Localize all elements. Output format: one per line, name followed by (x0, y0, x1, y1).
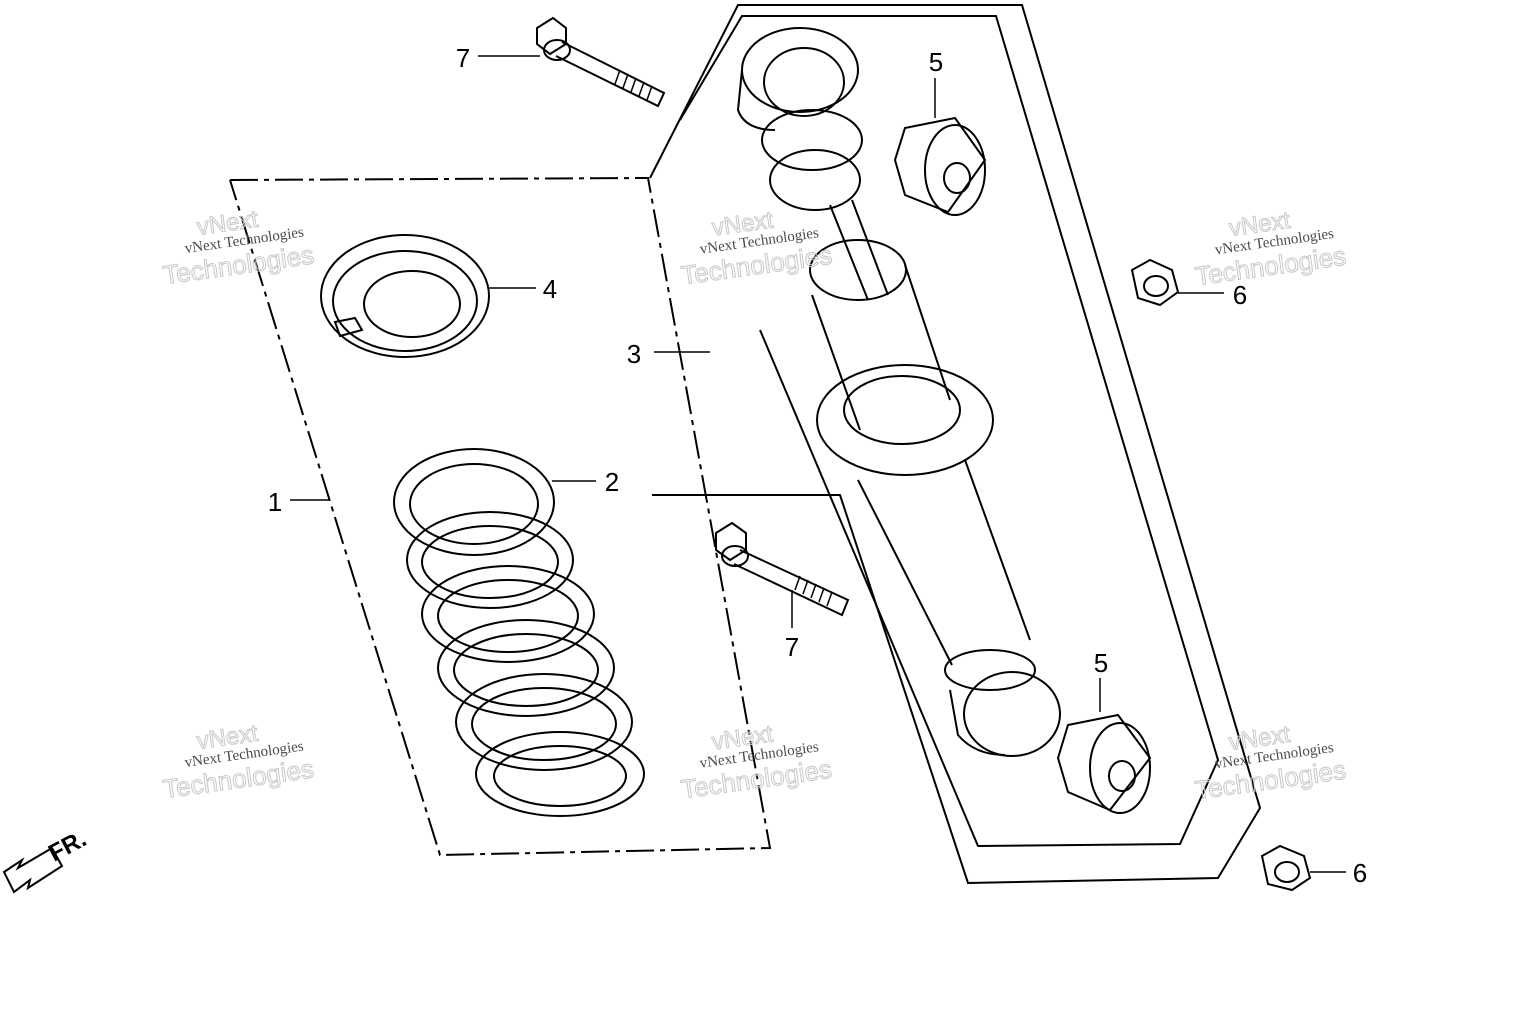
callout-3: 3 (627, 339, 641, 369)
bushing-lower (1056, 713, 1152, 814)
watermark-top-left: vNext vNext Technologies Technologies (161, 205, 316, 290)
bolt-upper (536, 16, 666, 108)
watermark-bottom-left: vNext vNext Technologies Technologies (161, 719, 316, 804)
watermark-bottom-center: vNext vNext Technologies Technologies (679, 720, 834, 805)
spring-assembly-frame (229, 176, 772, 857)
front-direction-label: FR. (44, 825, 91, 867)
bushing-upper (893, 116, 987, 216)
nut-lower (1260, 844, 1312, 892)
nut-upper (1130, 258, 1180, 307)
callout-2: 2 (605, 467, 619, 497)
callout-5-lower: 5 (1094, 648, 1108, 678)
callout-7-lower: 7 (785, 632, 799, 662)
watermark-top-right: vNext vNext Technologies Technologies (1193, 206, 1348, 291)
callout-1: 1 (268, 487, 282, 517)
watermark-bottom-right: vNext vNext Technologies Technologies (1193, 720, 1348, 805)
shock-assembly-frame (649, 4, 1262, 885)
watermark-top-center: vNext vNext Technologies Technologies (679, 206, 834, 291)
coil-spring (393, 448, 645, 817)
bolt-lower (715, 521, 850, 617)
leader-lines (290, 55, 1346, 873)
shock-absorber (736, 27, 1061, 757)
callout-5-upper: 5 (929, 47, 943, 77)
spring-seat (320, 234, 490, 358)
callout-6-lower: 6 (1353, 858, 1367, 888)
front-direction-arrow: FR. (2, 825, 91, 894)
callout-6-upper: 6 (1233, 280, 1247, 310)
shock-inner-frame (679, 15, 1220, 848)
callout-4: 4 (543, 274, 557, 304)
callout-7-upper: 7 (456, 43, 470, 73)
